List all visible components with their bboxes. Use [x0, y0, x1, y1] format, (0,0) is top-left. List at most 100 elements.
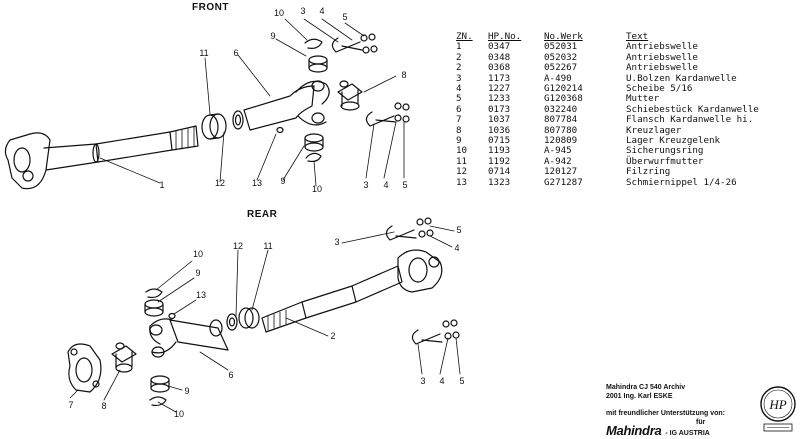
row-no-werk-cell: A-945 [544, 145, 572, 157]
row-hp-no-cell: 0715 [488, 135, 511, 147]
front-felt-ring-12 [232, 110, 244, 130]
callout-label: 9 [195, 268, 201, 278]
callout-label: 13 [195, 290, 206, 300]
table-header-row: ZN. HP.No. No.Werk Text [456, 31, 759, 42]
callout-label: 6 [228, 370, 234, 380]
front-shaft-1 [4, 125, 199, 190]
row-zn-cell: 2 [456, 62, 462, 74]
front-bearing-cap-9-top [308, 55, 328, 73]
row-no-werk-cell: 807784 [544, 114, 578, 126]
row-hp-no-cell: 0173 [488, 103, 511, 115]
rear-flange-7 [67, 343, 102, 393]
rear-slip-yoke-6 [149, 318, 229, 358]
callout-label: 2 [330, 331, 336, 341]
row-text-cell: Mutter [626, 93, 660, 105]
rear-shaft-2 [261, 249, 443, 333]
archive-author: 2001 Ing. Karl ESKE [606, 392, 673, 400]
callout-label: 10 [192, 249, 203, 259]
front-grease-nipple-13 [276, 126, 284, 134]
row-no-werk-cell: A-490 [544, 72, 572, 84]
row-zn-cell: 8 [456, 124, 462, 136]
rear-cross-bearing-8 [111, 342, 137, 373]
callout-label: 9 [270, 31, 276, 41]
row-text-cell: Filzring [626, 166, 671, 178]
front-u-bolt-set-bottom [365, 102, 410, 127]
row-no-werk-cell: 120127 [544, 166, 578, 178]
row-no-werk-cell: 052032 [544, 51, 578, 63]
callout-label: 10 [173, 409, 184, 419]
row-no-werk-cell: 120809 [544, 135, 578, 147]
hp-seal-text: HP [768, 397, 786, 412]
row-text-cell: U.Bolzen Kardanwelle [626, 72, 737, 84]
rear-bearing-cap-9-top [144, 299, 164, 317]
row-zn-cell: 9 [456, 135, 462, 147]
row-hp-no-cell: 0368 [488, 62, 511, 74]
rear-u-bolt-set-bottom [411, 319, 460, 345]
row-zn-cell: 4 [456, 83, 462, 95]
hp-seal-logo: HP [760, 386, 796, 432]
row-zn-cell: 11 [456, 155, 468, 167]
column-header-no-werk: No.Werk [544, 31, 583, 42]
callout-label: 5 [342, 12, 348, 22]
rear-felt-ring-12 [226, 313, 238, 331]
brand-row: Mahindra - IG AUSTRIA [606, 423, 756, 439]
row-text-cell: Schiebestück Kardanwelle [626, 103, 759, 115]
column-header-hp-no: HP.No. [488, 31, 522, 42]
row-text-cell: Sicherungsring [626, 145, 704, 157]
callout-label: 3 [334, 237, 340, 247]
row-no-werk-cell: 052267 [544, 62, 578, 74]
callout-label: 12 [232, 241, 243, 251]
row-zn-cell: 2 [456, 51, 462, 63]
table-row: 7 1037 807784 Flansch Kardanwelle hi. [456, 114, 759, 126]
row-text-cell: Kreuzlager [626, 124, 682, 136]
front-snap-ring-10-top [304, 38, 323, 49]
callout-label: 4 [383, 180, 389, 190]
rear-section-title: REAR [247, 209, 278, 220]
row-hp-no-cell: 1037 [488, 114, 511, 126]
row-hp-no-cell: 1036 [488, 124, 511, 136]
row-text-cell: Schmiernippel 1/4-26 [626, 176, 737, 188]
callout-label: 6 [233, 48, 239, 58]
callout-label: 7 [68, 400, 74, 410]
row-zn-cell: 1 [456, 41, 462, 53]
front-section-title: FRONT [192, 2, 229, 13]
callout-label: 8 [401, 70, 407, 80]
mahindra-logo: Mahindra [606, 423, 662, 438]
row-text-cell: Lager Kreuzgelenk [626, 135, 721, 147]
row-no-werk-cell: G271287 [544, 176, 583, 188]
row-hp-no-cell: 0348 [488, 51, 511, 63]
column-header-text: Text [626, 31, 649, 42]
row-hp-no-cell: 1323 [488, 176, 511, 188]
row-no-werk-cell: G120368 [544, 93, 583, 105]
row-hp-no-cell: 0714 [488, 166, 511, 178]
front-u-bolt-set-top [331, 33, 378, 54]
ig-austria-label: - IG AUSTRIA [665, 430, 710, 437]
rear-u-bolt-set-top [385, 217, 434, 241]
row-hp-no-cell: 0347 [488, 41, 511, 53]
row-zn-cell: 10 [456, 145, 468, 157]
archive-title: Mahindra CJ 540 Archiv [606, 384, 686, 391]
rear-snap-ring-10-top [145, 288, 163, 299]
row-text-cell: Scheibe 5/16 [626, 83, 693, 95]
row-text-cell: Flansch Kardanwelle hi. [626, 114, 754, 126]
table-row: 9 0715 120809 Lager Kreuzgelenk [456, 135, 759, 147]
callout-label: 11 [263, 241, 273, 251]
callout-label: 10 [311, 184, 322, 194]
row-zn-cell: 7 [456, 114, 462, 126]
leader-lines [69, 18, 461, 413]
callout-label: 4 [454, 243, 460, 253]
row-no-werk-cell: 032240 [544, 103, 578, 115]
row-text-cell: Antriebswelle [626, 41, 698, 53]
front-snap-ring-10-bottom [305, 152, 322, 163]
